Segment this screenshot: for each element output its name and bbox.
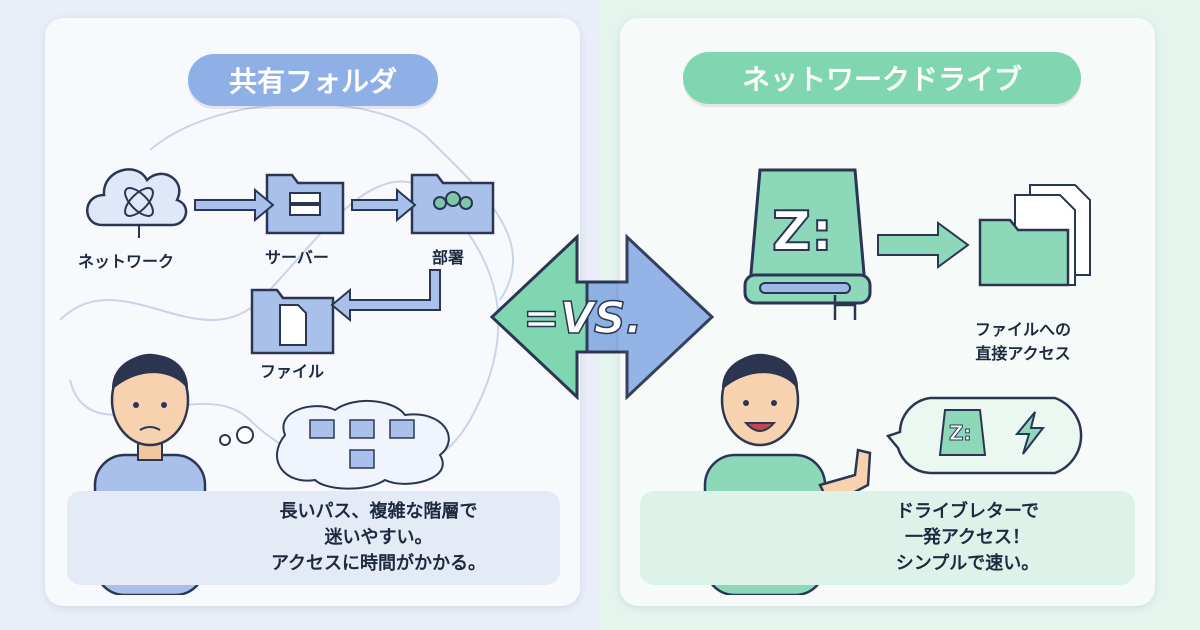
network-label: ネットワーク xyxy=(78,252,175,271)
caption-line: 迷いやすい。 xyxy=(324,527,433,548)
network-drive-caption: ドライブレターで 一発アクセス！ シンプルで速い。 xyxy=(640,491,1135,585)
caption-line: アクセスに時間がかかる。 xyxy=(270,553,487,574)
vs-label: =VS. xyxy=(522,292,643,345)
speech-bubble: Z: xyxy=(885,396,1083,475)
caption-line: シンプルで速い。 xyxy=(895,553,1040,574)
shared-folder-title: 共有フォルダ xyxy=(188,54,438,106)
drive-letter: Z: xyxy=(771,199,834,264)
department-label: 部署 xyxy=(432,248,465,267)
shared-folder-caption: 長いパス、複雑な階層で 迷いやすい。 アクセスに時間がかかる。 xyxy=(67,491,560,585)
server-label: サーバー xyxy=(265,248,329,267)
files-folder-icon xyxy=(978,184,1091,287)
file-folder-icon xyxy=(250,288,335,355)
cloud-network-icon xyxy=(86,168,188,238)
svg-text:Z:: Z: xyxy=(949,421,972,445)
network-drive-title: ネットワークドライブ xyxy=(683,52,1081,104)
file-label: ファイル xyxy=(260,362,325,381)
caption-line: ドライブレターで xyxy=(896,501,1039,522)
caption-line: 長いパス、複雑な階層で xyxy=(279,501,478,522)
z-drive-icon xyxy=(743,168,872,320)
arrow-right-icon xyxy=(877,221,970,269)
direct-access-label: ファイルへの 直接アクセス xyxy=(975,318,1071,366)
flow-arrows xyxy=(194,187,441,323)
direct-access-line: ファイルへの xyxy=(975,320,1072,339)
caption-line: 一発アクセス！ xyxy=(904,527,1031,548)
direct-access-line: 直接アクセス xyxy=(975,344,1071,363)
department-folder-icon xyxy=(410,173,495,235)
thought-bubble xyxy=(219,399,450,490)
vs-double-arrow xyxy=(489,233,715,401)
server-folder-icon xyxy=(265,173,345,235)
